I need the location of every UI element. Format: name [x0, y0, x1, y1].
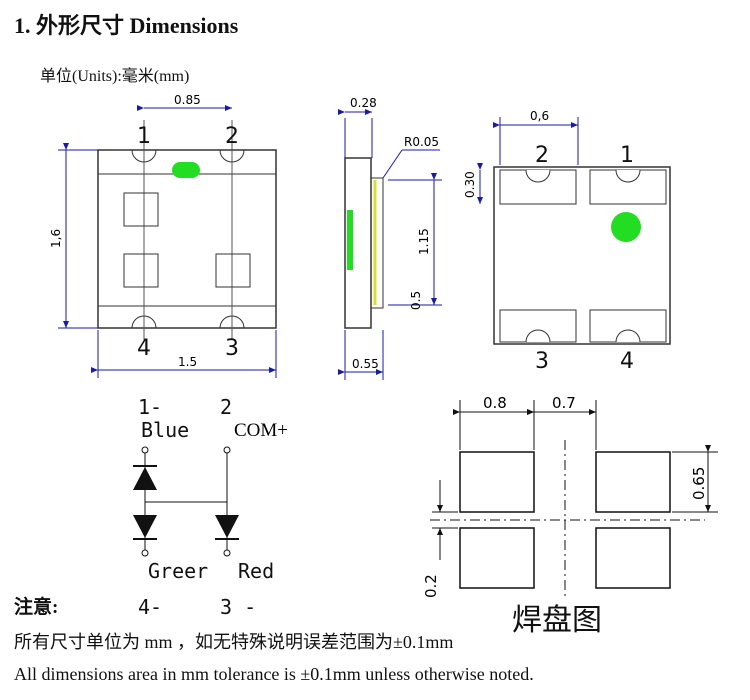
red-label: Red	[238, 559, 274, 583]
dim-06: 0,6	[530, 109, 549, 123]
notes-heading: 注意:	[14, 597, 59, 618]
note-english: All dimensions area in mm tolerance is ±…	[14, 664, 534, 684]
radius-label: R0.05	[404, 135, 439, 149]
dim-085: 0.85	[174, 93, 201, 107]
dim-05: 0.5	[409, 291, 423, 310]
dim-030: 0.30	[463, 171, 477, 198]
units-label: 单位(Units):毫米(mm)	[40, 68, 190, 85]
pin-4: 4	[137, 336, 151, 361]
back-pin-3: 3	[535, 349, 549, 374]
pad-dim-07: 0.7	[552, 394, 576, 412]
led-dot	[611, 212, 641, 242]
blue-label: Blue	[141, 418, 189, 442]
pin-1: 1	[137, 124, 151, 149]
pin-2: 2	[225, 124, 239, 149]
com-label: COM+	[234, 420, 288, 441]
side-view: 0.28 R0.05 1.15 0.5 0.55	[338, 96, 442, 380]
pin2-label: 2	[220, 395, 232, 419]
pad-diagram-title: 焊盘图	[512, 603, 602, 638]
note-chinese: 所有尺寸单位为 mm ，如无特殊说明误差范围为±0.1mm	[14, 632, 454, 652]
pin3-label: 3 -	[220, 595, 256, 619]
led-indicator	[172, 162, 200, 178]
back-pin-4: 4	[620, 349, 634, 374]
pin-3: 3	[225, 336, 239, 361]
pad-layout: 0.8 0.7 0.65 0.2	[422, 394, 718, 600]
section-title: 1. 外形尺寸 Dimensions	[14, 13, 239, 38]
pad-dim-02: 0.2	[422, 574, 440, 598]
back-pin-2: 2	[535, 143, 549, 168]
dim-028: 0.28	[350, 96, 377, 110]
dim-115: 1.15	[417, 228, 431, 255]
pin1-label: 1-	[138, 395, 162, 419]
back-pin-1: 1	[620, 143, 634, 168]
green-label: Greer	[148, 559, 208, 583]
dim-15: 1.5	[178, 355, 197, 369]
dim-16: 1,6	[49, 229, 63, 248]
circuit-diagram: 1- Blue 2 COM+ Greer Red 4- 3 -	[133, 395, 288, 619]
pad-dim-065: 0.65	[690, 467, 708, 500]
dim-055: 0.55	[352, 357, 379, 371]
back-view: 0,6 0.30 2 1 3 4	[463, 109, 671, 374]
front-view: 0.85 1,6 1.5 1 2 4 3	[49, 93, 277, 378]
pin4-label: 4-	[138, 595, 162, 619]
pad-dim-08: 0.8	[483, 394, 507, 412]
